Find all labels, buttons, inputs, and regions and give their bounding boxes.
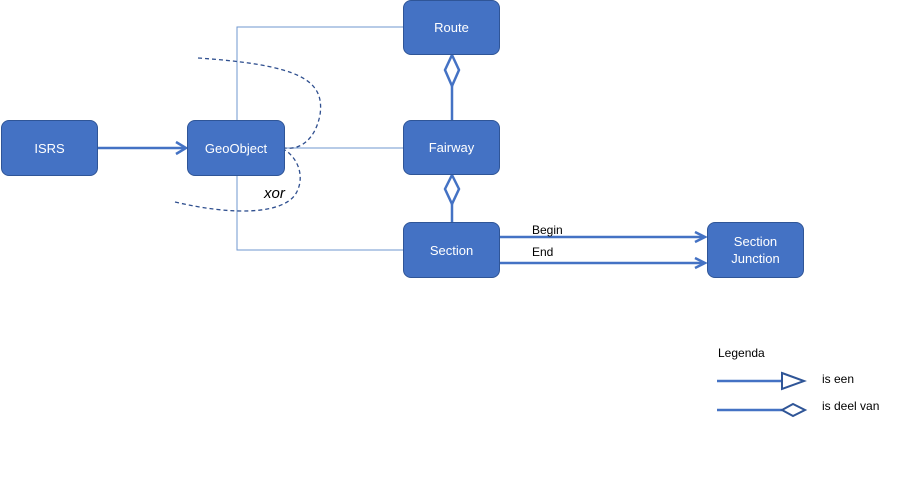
legend-is-deel-van-label: is deel van xyxy=(822,399,880,413)
legend-title: Legenda xyxy=(718,346,765,360)
node-section: Section xyxy=(403,222,500,278)
section-fairway-diamond xyxy=(443,172,461,207)
edge-label-begin: Begin xyxy=(532,223,563,237)
isrs-geoobject-arrowhead xyxy=(175,140,189,156)
geoobject-route-connector xyxy=(236,26,404,120)
node-isrs: ISRS xyxy=(1,120,98,176)
legend-is-een-label: is een xyxy=(822,372,855,386)
legend-is-deel-van-diamond-icon xyxy=(779,402,808,418)
legend-is-een-arrow-icon xyxy=(781,371,807,391)
begin-arrowhead xyxy=(694,230,708,244)
xor-label: xor xyxy=(264,185,285,202)
node-geoobject: GeoObject xyxy=(187,120,285,176)
node-route: Route xyxy=(403,0,500,55)
end-arrowhead xyxy=(694,256,708,270)
xor-dashed-curve-bottom xyxy=(174,149,301,212)
fairway-route-diamond xyxy=(443,52,461,90)
edge-label-end: End xyxy=(532,245,554,259)
node-fairway: Fairway xyxy=(403,120,500,175)
geoobject-section-connector xyxy=(236,176,404,251)
xor-dashed-curve-top xyxy=(197,57,322,149)
node-section-junction: Section Junction xyxy=(707,222,804,278)
